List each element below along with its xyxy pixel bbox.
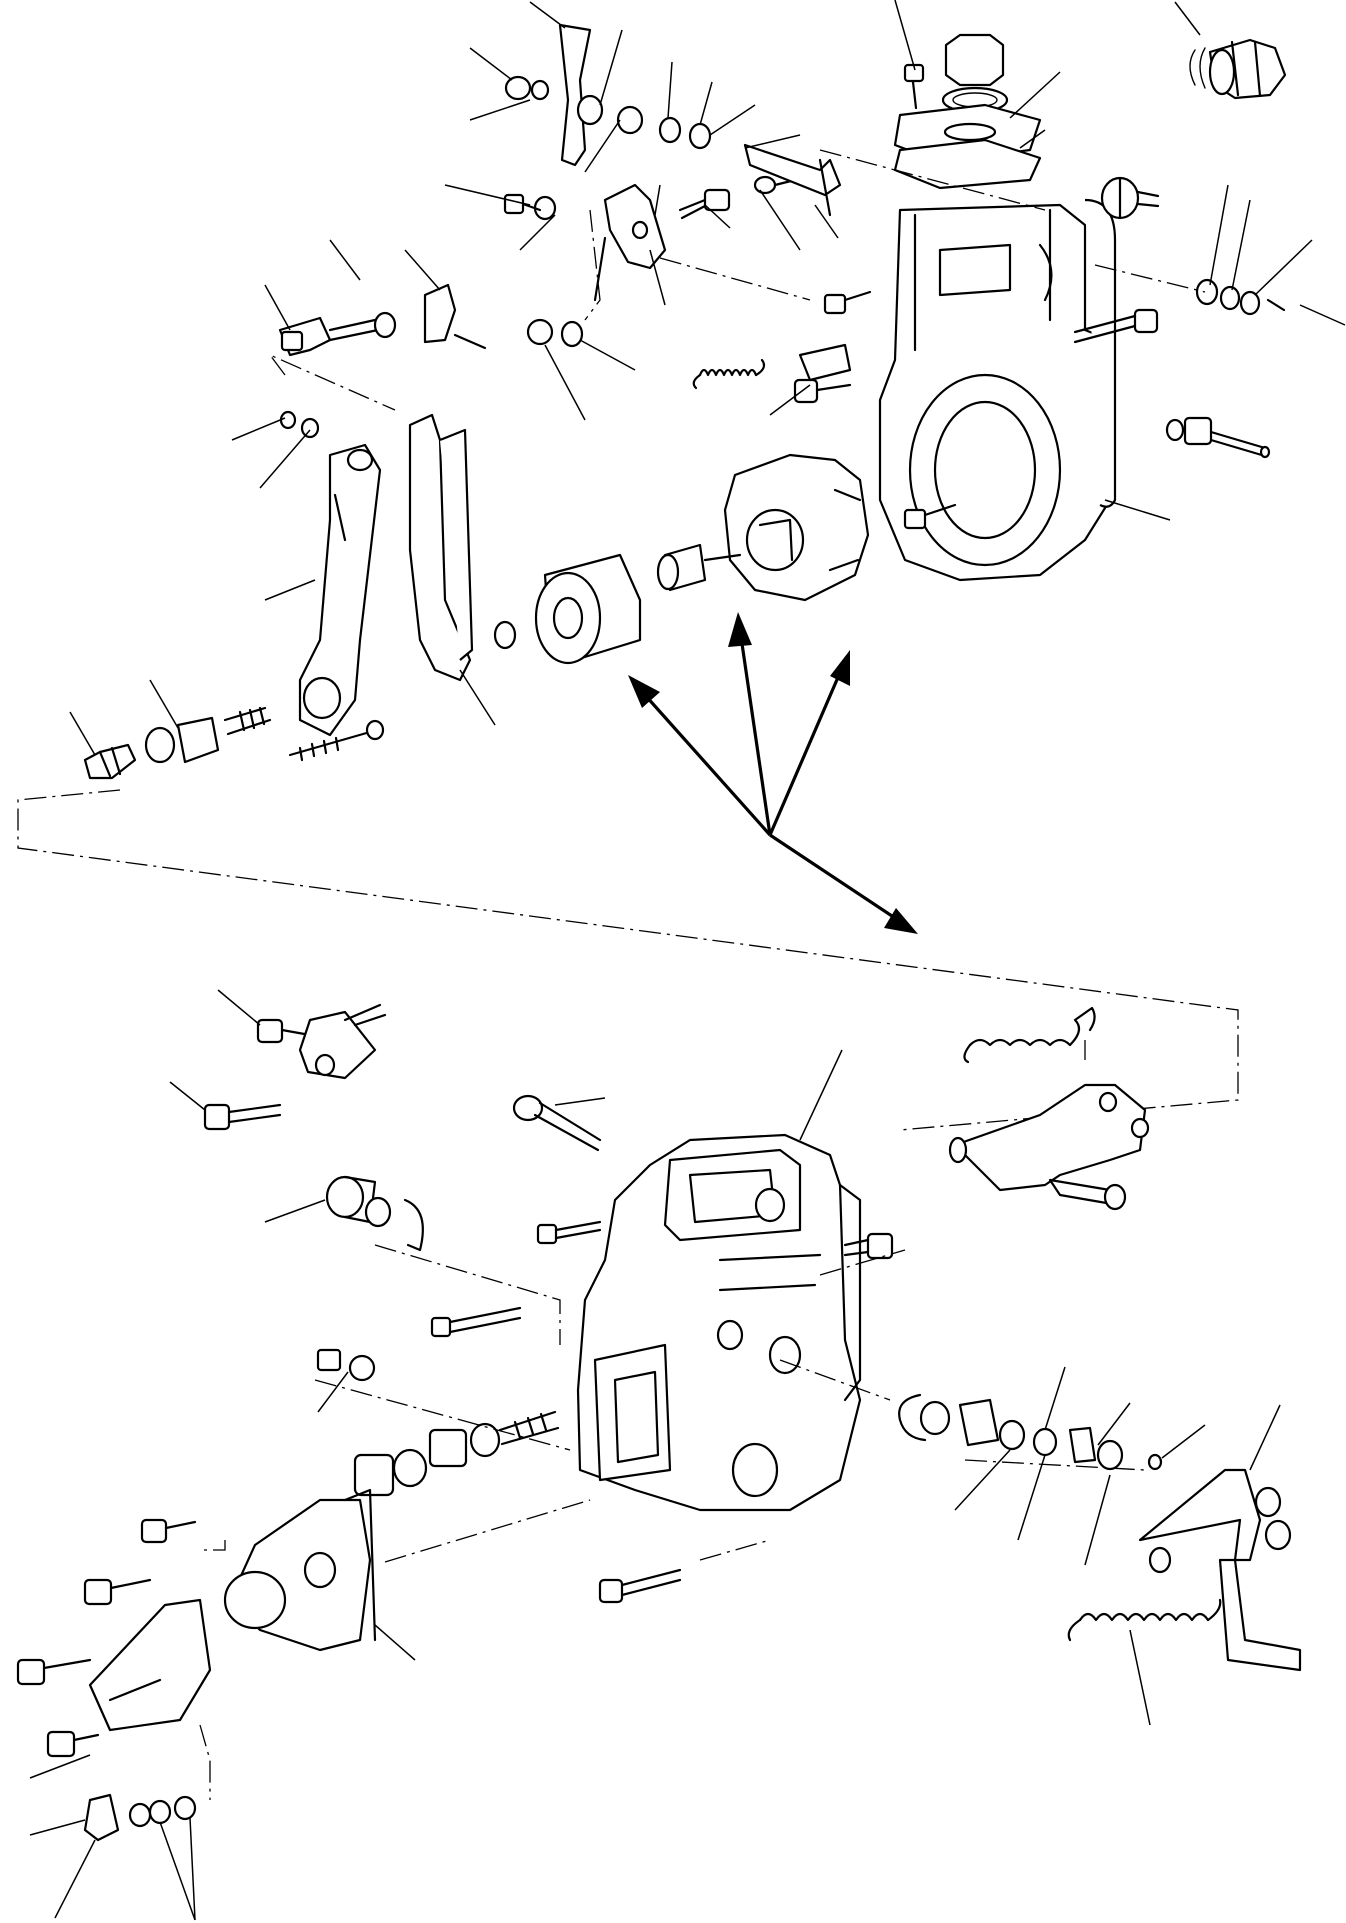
top-cap: [941, 33, 1009, 114]
guide-lever: [298, 443, 382, 737]
long-bolt-right: [1165, 416, 1271, 459]
lower-axis-8: [198, 1540, 226, 1551]
stop-bracket: [593, 183, 667, 302]
body-right-bolt: [843, 1232, 894, 1260]
adjust-screw-lower: [316, 1348, 560, 1497]
small-cap-screw: [903, 63, 925, 110]
upper-axis-3: [1094, 264, 1206, 293]
lower-axis-7: [199, 1724, 211, 1800]
upper-right-spring: [963, 1006, 1096, 1064]
upper-assembly: [17, 0, 1346, 1131]
upper-leader-lines: [69, 0, 1346, 756]
upper-axis-5: [584, 209, 601, 321]
body-bottom-screw: [598, 1568, 682, 1604]
cam-shaft: [948, 1083, 1150, 1211]
right-washers: [1195, 278, 1286, 316]
lever-shaft: [743, 143, 842, 217]
cover-plate: [893, 103, 1042, 190]
upper-axis-2: [819, 149, 1046, 211]
lever-nut: [279, 410, 297, 430]
governor-spring: [692, 358, 766, 390]
control-lever-lower: [1138, 1468, 1302, 1672]
upper-centerline-loop: [17, 789, 1239, 1131]
housing-side-bolt: [1073, 308, 1159, 344]
lower-assembly: [16, 989, 1302, 1921]
upper-nut: [504, 75, 532, 101]
middle-screws: [503, 175, 797, 221]
lower-axis-9: [819, 1249, 906, 1276]
spindle-sleeve: [656, 543, 742, 592]
lever-washer: [300, 417, 320, 439]
body-left-screws: [430, 1220, 602, 1338]
assembly-arrows: [628, 612, 918, 934]
long-screw: [288, 719, 385, 762]
lower-axis-3: [384, 1499, 591, 1563]
tension-lever: [408, 413, 474, 682]
return-spring: [1067, 1598, 1222, 1642]
body-top-bolt: [512, 1094, 602, 1152]
pump-body: [576, 1133, 862, 1512]
lower-leader-lines: [29, 989, 1281, 1921]
mid-washer: [560, 320, 584, 348]
thrust-sleeve: [534, 553, 642, 665]
governor-housing: [878, 198, 1117, 582]
timer-bracket: [88, 1598, 212, 1732]
upper-axis-4: [267, 353, 396, 411]
flyweight-carrier: [723, 453, 870, 602]
lower-axis-2: [314, 1379, 571, 1451]
support-bracket: [423, 283, 487, 350]
upper-left-bracket: [278, 311, 397, 357]
lower-left-bolts: [203, 1003, 387, 1131]
left-plug-clip: [325, 1175, 424, 1252]
timer-cover: [223, 1488, 377, 1652]
right-seal-stack: [898, 1393, 1163, 1471]
upper-axis-1: [659, 257, 811, 301]
lower-axis-4: [779, 1359, 891, 1401]
sleeve-washer: [493, 620, 517, 650]
knob-screw: [1100, 176, 1160, 220]
lower-axis-5: [964, 1459, 1146, 1471]
mid-nut: [526, 318, 554, 346]
adjusting-screw: [83, 706, 272, 780]
housing-left-screw: [793, 290, 957, 530]
lower-axis-10: [699, 1539, 771, 1561]
upper-washer: [530, 79, 550, 101]
plug-screw: [1189, 38, 1287, 100]
timer-bolts: [16, 1518, 197, 1842]
lower-axis-1: [374, 1244, 561, 1345]
speed-lever-upper: [558, 23, 712, 167]
